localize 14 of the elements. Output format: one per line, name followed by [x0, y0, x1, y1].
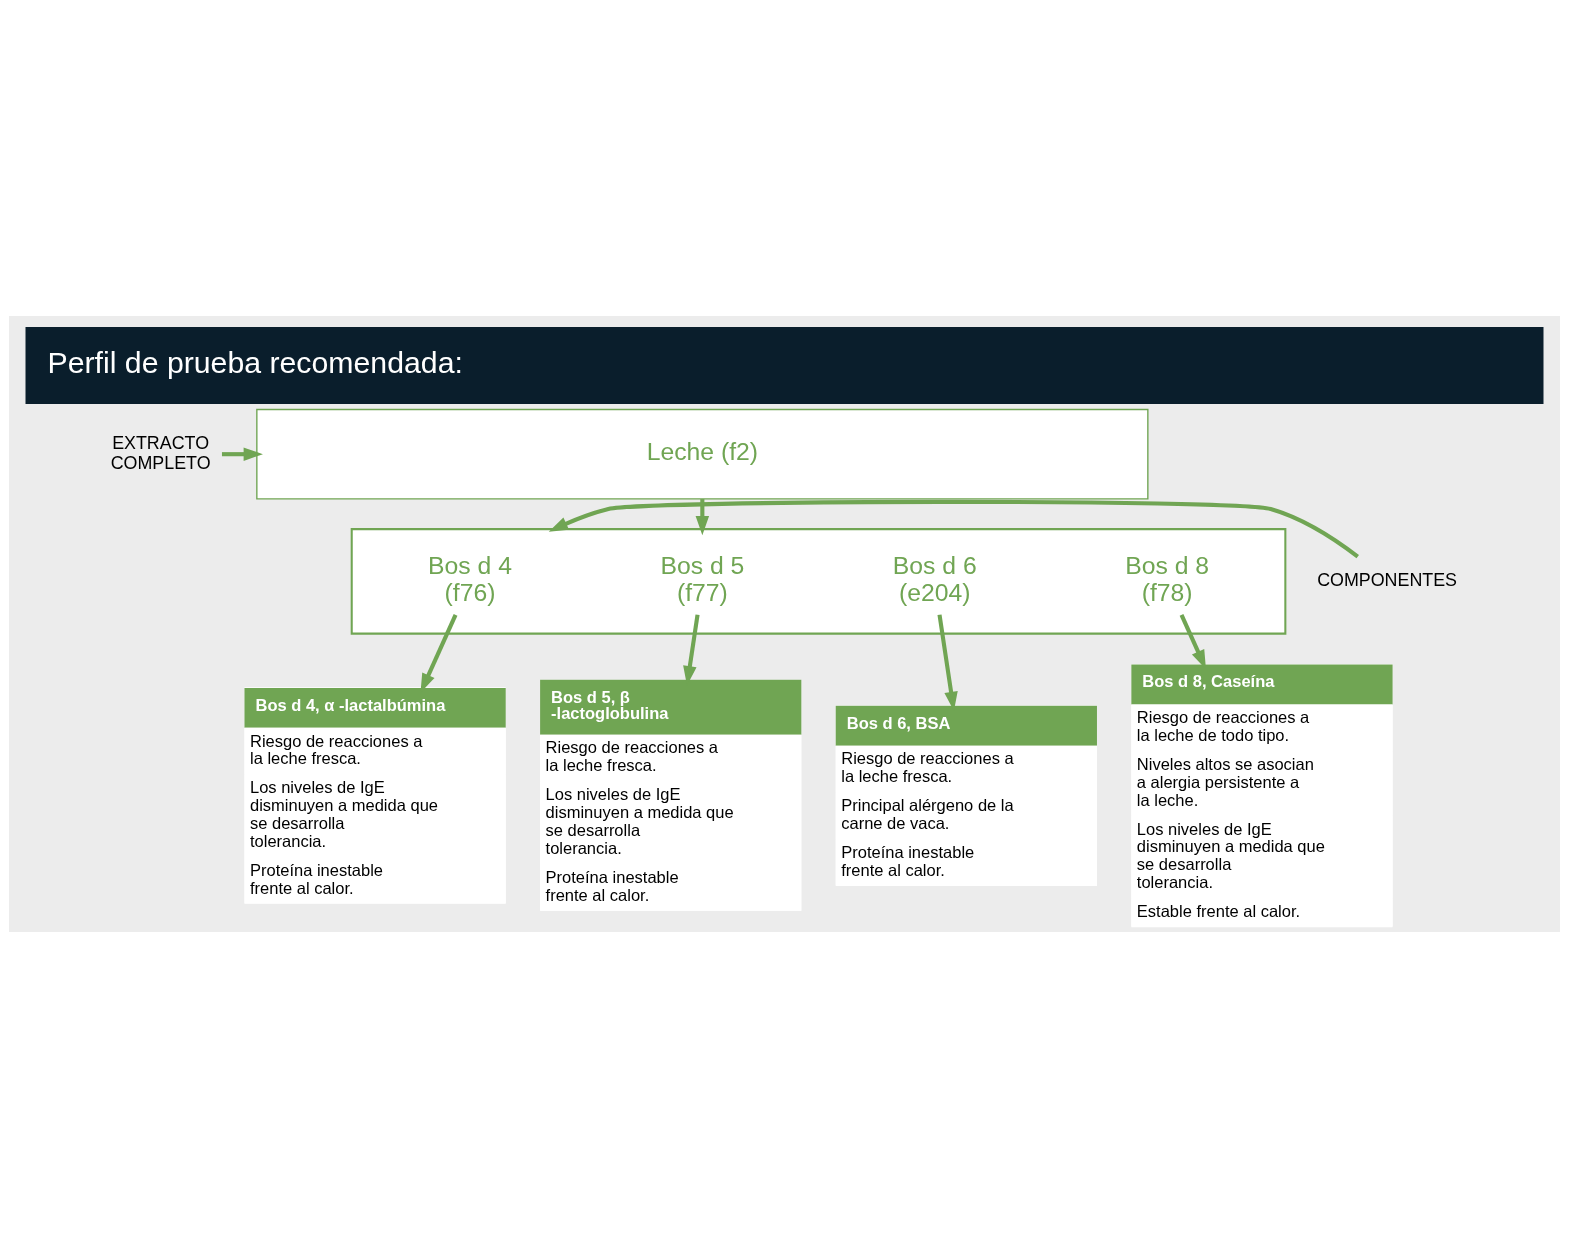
- node-text: Bos d 4 (f76): [428, 551, 512, 607]
- node-text: COMPONENTES: [1317, 570, 1458, 591]
- node-text: Bos d 6 (e204): [892, 551, 977, 607]
- node-text: EXTRACTO COMPLETO: [110, 433, 211, 473]
- node-box: Leche (f2): [256, 408, 1149, 500]
- diagram-title: Perfil de prueba recomendada:: [47, 346, 463, 380]
- arrow: [221, 447, 263, 461]
- node-text: Bos d 8 (f78): [1125, 551, 1210, 607]
- node-label: Los niveles de IgE disminuyen a medida que se desarrolla tolerancia.: [545, 785, 734, 857]
- arrow: [548, 499, 1359, 559]
- node-label: Proteína inestable frente al calor.: [545, 867, 679, 904]
- cluster: [350, 528, 1287, 635]
- node-text: Bos d 5 (f77): [660, 551, 745, 607]
- arrow: [695, 499, 710, 536]
